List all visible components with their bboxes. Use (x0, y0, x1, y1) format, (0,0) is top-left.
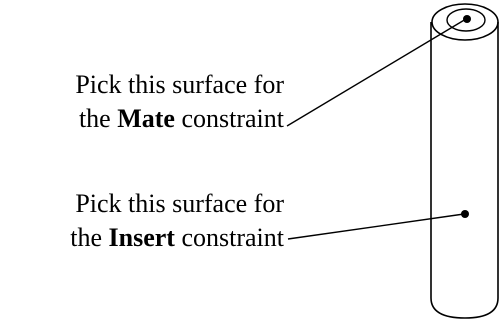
cylinder-top-face (431, 3, 499, 41)
mate-surface-ring (446, 8, 486, 32)
mate-keyword: Mate (117, 104, 175, 133)
insert-callout-line1: Pick this surface for (75, 189, 284, 218)
insert-leader-line (287, 213, 465, 240)
insert-pick-dot (461, 210, 469, 218)
cylinder-body (430, 22, 499, 319)
insert-callout: Pick this surface for the Insert constra… (70, 187, 284, 255)
insert-keyword: Insert (108, 223, 175, 252)
mate-callout-line2: the Mate constraint (75, 102, 284, 136)
mate-leader-line (286, 18, 467, 127)
mate-callout-prefix: the (78, 104, 118, 133)
insert-callout-prefix: the (70, 223, 109, 252)
mate-pick-dot (463, 15, 471, 23)
mate-callout-line1: Pick this surface for (75, 70, 284, 99)
mate-callout-suffix: constraint (174, 104, 284, 133)
insert-callout-line2: the Insert constraint (70, 221, 284, 255)
mate-callout: Pick this surface for the Mate constrain… (75, 68, 284, 136)
insert-callout-suffix: constraint (174, 223, 284, 252)
